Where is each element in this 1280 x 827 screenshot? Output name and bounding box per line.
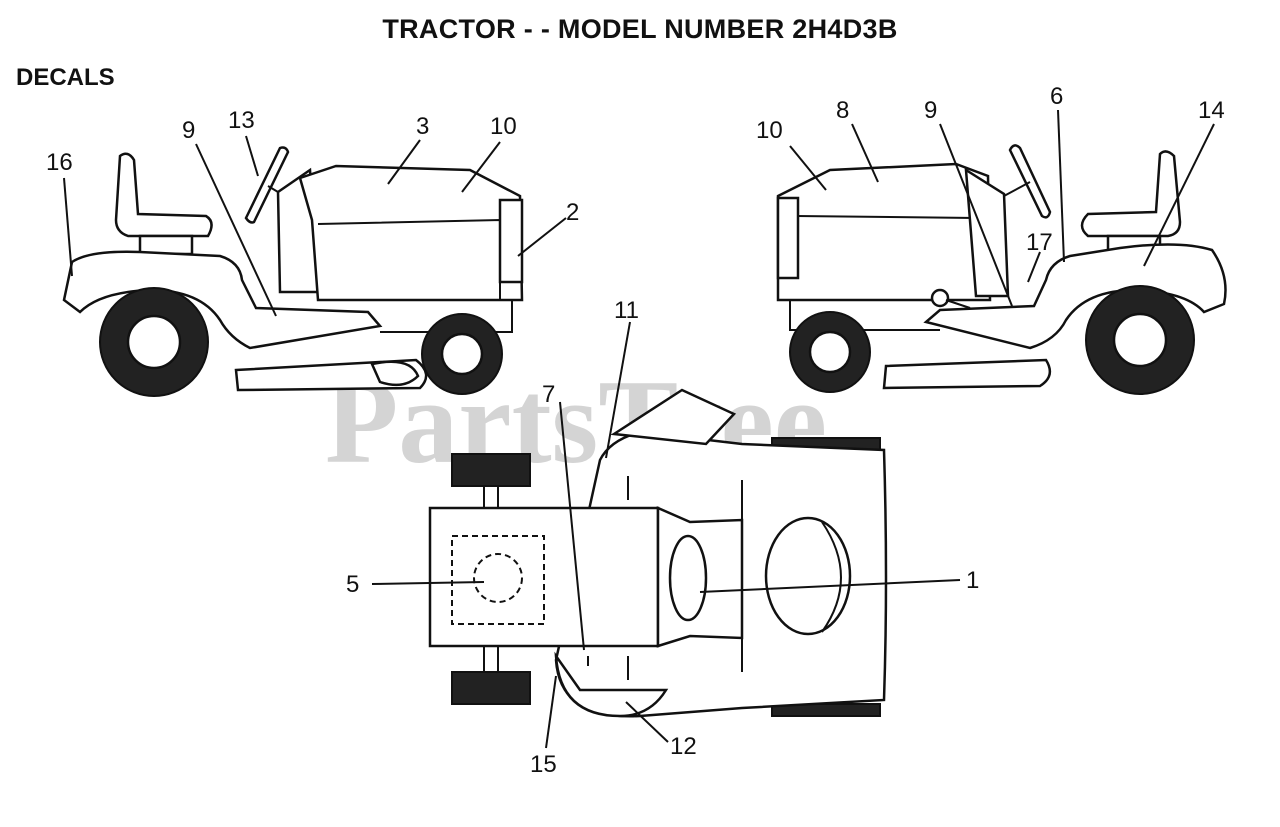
callout-bottom-1: 1 [966, 567, 979, 594]
top-deck-bulge [554, 651, 669, 718]
top-steering [668, 534, 708, 622]
callout-right-6: 6 [1050, 83, 1063, 110]
callout-left-2: 2 [566, 199, 579, 226]
leader-right-17 [1027, 251, 1041, 283]
leader-bottom-11 [605, 321, 631, 459]
leader-left-2 [517, 217, 567, 257]
right-chassis [789, 300, 940, 331]
top-view-tractor: 11 7 5 1 15 12 [346, 297, 979, 778]
right-grille [776, 196, 800, 280]
left-front-rim [440, 332, 484, 376]
right-steering-wheel [1008, 144, 1052, 219]
right-rear-rim [1112, 312, 1168, 368]
top-rear-tire-upper [451, 453, 531, 487]
callout-right-17: 17 [1026, 229, 1053, 256]
leader-right-8 [851, 123, 879, 183]
leader-bottom-1 [699, 579, 961, 593]
left-deck-chute [370, 360, 420, 387]
callout-right-9: 9 [924, 97, 937, 124]
right-side-tractor: 10 8 9 6 14 17 [756, 83, 1227, 395]
right-front-rim [808, 330, 852, 374]
top-fuel-cap [473, 553, 523, 603]
leader-right-6 [1057, 109, 1065, 263]
right-mower-deck [882, 358, 1052, 390]
leader-right-9 [939, 123, 1013, 307]
leader-left-16 [63, 177, 73, 277]
right-lever [945, 299, 971, 309]
callout-right-14: 14 [1198, 97, 1225, 124]
right-seat [1080, 150, 1182, 238]
callout-bottom-15: 15 [530, 751, 557, 778]
leader-right-14 [1143, 123, 1215, 267]
callout-bottom-12: 12 [670, 733, 697, 760]
callout-right-10: 10 [756, 117, 783, 144]
leader-left-9 [195, 143, 277, 317]
leader-bottom-7 [559, 401, 585, 651]
leader-left-13 [245, 135, 259, 177]
leader-bottom-15 [545, 675, 557, 749]
callout-left-3: 3 [416, 113, 429, 140]
leader-left-10 [461, 141, 501, 193]
leader-left-3 [387, 139, 421, 185]
callout-bottom-7: 7 [542, 381, 555, 408]
left-rear-rim [126, 314, 182, 370]
top-discharge-chute [610, 388, 737, 446]
top-engine-cover-inner [821, 521, 842, 633]
right-lever-knob [930, 288, 950, 308]
top-rear-tire-lower [451, 671, 531, 705]
callout-bottom-5: 5 [346, 571, 359, 598]
left-side-tractor: 16 9 13 3 10 2 [46, 107, 579, 397]
callout-left-13: 13 [228, 107, 255, 134]
right-steering-column [1003, 181, 1031, 197]
leader-bottom-5 [371, 581, 485, 585]
left-steering-wheel [244, 146, 290, 224]
leader-right-10 [789, 145, 827, 191]
left-hood [298, 164, 524, 302]
top-seat-outline [451, 535, 545, 625]
right-hood [776, 162, 992, 302]
top-engine-cover [764, 516, 852, 636]
callout-left-10: 10 [490, 113, 517, 140]
callout-bottom-11: 11 [614, 297, 639, 324]
leader-bottom-12 [625, 701, 669, 743]
callout-left-9: 9 [182, 117, 195, 144]
callout-left-16: 16 [46, 149, 73, 176]
section-label: DECALS [16, 64, 115, 91]
callout-right-8: 8 [836, 97, 849, 124]
left-seat [114, 152, 213, 238]
diagram-title: TRACTOR - - MODEL NUMBER 2H4D3B [382, 14, 898, 44]
left-grille [498, 198, 524, 284]
